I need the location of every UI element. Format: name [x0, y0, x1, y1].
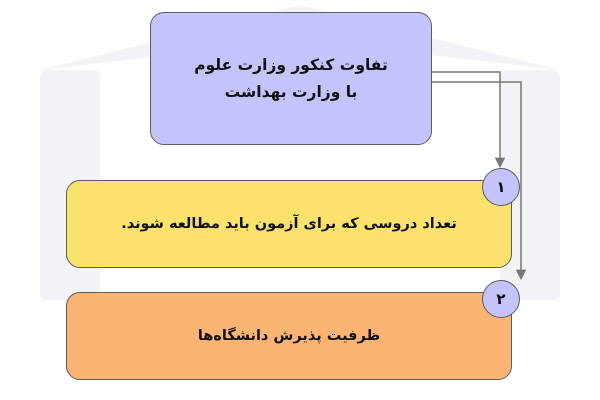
number-badge-2: ۲: [482, 280, 520, 318]
connector-to-item-1: [432, 71, 506, 169]
item-1-text: تعداد دروسی که برای آزمون باید مطالعه شو…: [121, 216, 457, 232]
title-line-1: تفاوت کنکور وزارت علوم: [194, 55, 388, 74]
item-2-text: ظرفیت پذیرش دانشگاه‌ها: [197, 328, 381, 344]
title-text: تفاوت کنکور وزارت علوم با وزارت بهداشت: [194, 52, 388, 106]
title-line-2: با وزارت بهداشت: [224, 82, 358, 101]
item-box-1: تعداد دروسی که برای آزمون باید مطالعه شو…: [66, 180, 512, 268]
number-badge-1: ۱: [482, 168, 520, 206]
item-box-2: ظرفیت پذیرش دانشگاه‌ها: [66, 292, 512, 380]
connector-to-item-2: [432, 81, 527, 281]
title-box: تفاوت کنکور وزارت علوم با وزارت بهداشت: [150, 12, 432, 145]
